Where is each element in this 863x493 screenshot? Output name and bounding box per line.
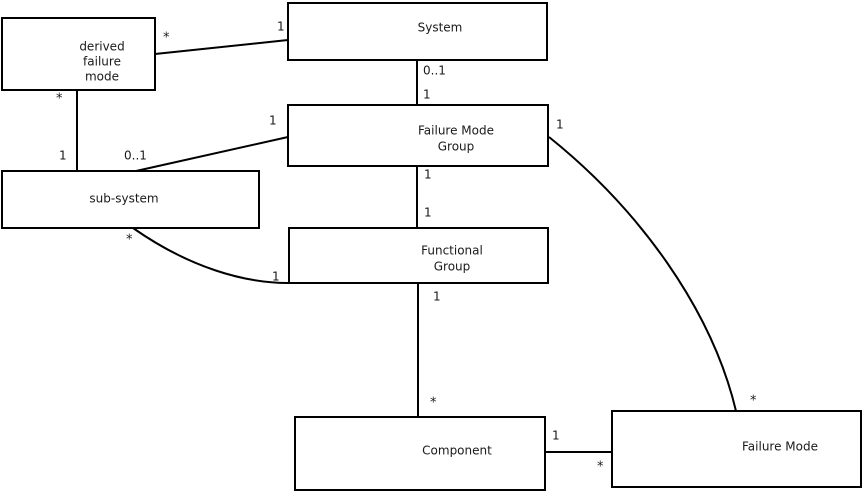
class-label-system: System (418, 21, 463, 35)
class-box-derived-failure-mode[interactable]: derived failure mode (1, 17, 156, 91)
class-box-sub-system-rect[interactable] (1, 170, 260, 229)
class-box-system-rect[interactable] (287, 2, 548, 61)
class-box-component[interactable]: Component (294, 416, 546, 491)
class-box-functional-group-rect[interactable] (288, 227, 549, 284)
multiplicity-functional-group-top: 1 (424, 206, 432, 220)
class-label-functional-group-line2: Group (434, 260, 471, 274)
multiplicity-system-bottom: 0..1 (423, 64, 446, 78)
class-label-component: Component (422, 444, 492, 458)
multiplicity-derived-failure-mode-to-system: * (163, 31, 170, 46)
class-box-functional-group[interactable]: Functional Group (288, 227, 549, 284)
class-label-derived-failure-mode-line1: derived (79, 40, 124, 54)
class-box-sub-system[interactable]: sub-system (1, 170, 260, 229)
multiplicity-system-left: 1 (277, 20, 285, 34)
link-failure-mode-group-to-failure-mode (548, 136, 737, 412)
multiplicity-failure-mode-group-right: 1 (556, 118, 564, 132)
class-box-failure-mode[interactable]: Failure Mode (611, 410, 862, 488)
class-box-failure-mode-group[interactable]: Failure Mode Group (287, 104, 549, 167)
multiplicity-functional-group-left: 1 (272, 270, 280, 284)
multiplicity-component-right: 1 (552, 429, 560, 443)
multiplicity-component-top: * (430, 396, 437, 411)
multiplicity-functional-group-bottom: 1 (433, 290, 441, 304)
multiplicity-derived-failure-mode-bottom: * (56, 92, 63, 107)
multiplicity-sub-system-bottom: * (126, 233, 133, 248)
class-label-sub-system: sub-system (89, 192, 158, 206)
class-label-failure-mode-group-line1: Failure Mode (418, 124, 494, 138)
link-sub-system-to-failure-mode-group (135, 136, 289, 172)
class-label-derived-failure-mode-line3: mode (85, 70, 119, 84)
multiplicity-failure-mode-top: * (750, 394, 757, 409)
multiplicity-sub-system-top: 0..1 (124, 149, 147, 163)
class-label-derived-failure-mode-line2: failure (83, 55, 121, 69)
multiplicity-sub-system-left: 1 (59, 149, 67, 163)
multiplicity-failure-mode-left: * (597, 460, 604, 475)
multiplicity-failure-mode-group-bottom: 1 (424, 168, 432, 182)
multiplicity-failure-mode-group-left: 1 (269, 114, 277, 128)
class-box-derived-failure-mode-rect[interactable] (1, 17, 156, 91)
class-label-failure-mode: Failure Mode (742, 440, 818, 454)
class-box-system[interactable]: System (287, 2, 548, 61)
link-derived-failure-mode-to-system (154, 39, 289, 55)
class-box-failure-mode-group-rect[interactable] (287, 104, 549, 167)
class-box-failure-mode-rect[interactable] (611, 410, 862, 488)
link-sub-system-to-functional-group (132, 227, 289, 284)
multiplicity-failure-mode-group-top: 1 (423, 88, 431, 102)
class-label-functional-group-line1: Functional (421, 244, 483, 258)
class-label-failure-mode-group-line2: Group (438, 140, 475, 154)
class-box-component-rect[interactable] (294, 416, 546, 491)
